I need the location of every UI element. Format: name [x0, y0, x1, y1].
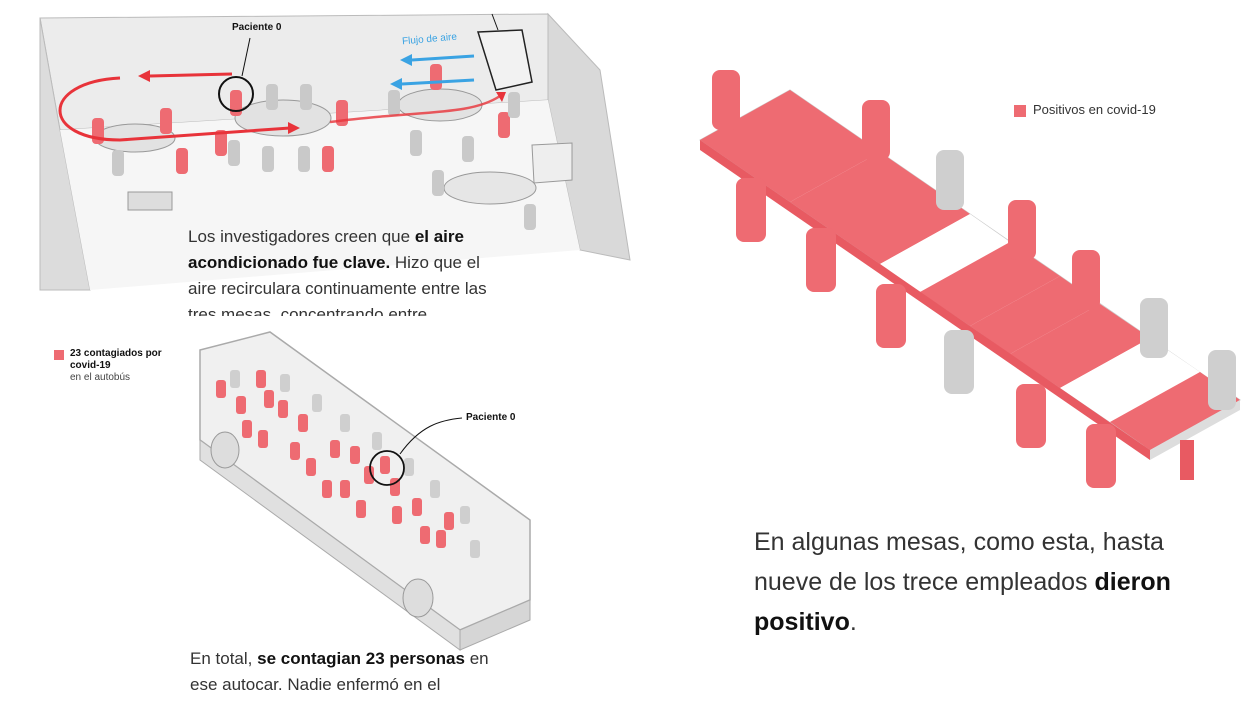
office-illustration: Positivos en covid-19: [640, 0, 1260, 705]
table-right: [397, 88, 483, 122]
airflow-arrows: [58, 54, 506, 142]
restaurant-diners: [92, 64, 536, 230]
air-conditioner: [476, 29, 533, 91]
table-front-right: [443, 171, 537, 205]
office-caption: En algunas mesas, como esta, hasta nueve…: [754, 528, 1171, 636]
bus-wheel-rear: [210, 431, 240, 469]
office-table: [699, 89, 1241, 480]
table-square: [127, 191, 173, 211]
bus-wheel-front: [402, 578, 434, 618]
bus-front: [459, 599, 531, 651]
bus-patient-zero-circle: [369, 450, 405, 486]
office-employees: [712, 70, 1236, 488]
patient-zero-pointer: [241, 37, 251, 77]
office-legend-swatch: [1014, 105, 1026, 117]
floor: [60, 100, 580, 290]
patient-zero-label: Paciente 0: [232, 22, 282, 33]
ac-pointer: [491, 13, 499, 31]
restaurant-drawing: [39, 12, 631, 291]
right-wall: [547, 12, 631, 261]
office-legend-label: Positivos en covid-19: [1033, 102, 1156, 117]
restaurant-illustration: Paciente 0 Flujo de aire Los investigado…: [0, 0, 640, 330]
bus-drawing: [199, 331, 531, 651]
bus-patient-zero-pointer: [399, 417, 463, 455]
side-cabinet: [531, 142, 573, 184]
bus-legend-swatch: [54, 350, 64, 360]
bus-patient-zero-label: Paciente 0: [466, 412, 516, 423]
patient-zero-circle: [218, 76, 254, 112]
restaurant-caption: Los investigadores creen que el aire aco…: [188, 227, 487, 316]
bus-caption: En total, se contagian 23 personas en es…: [190, 649, 489, 692]
bus-passengers: [216, 370, 480, 558]
office-drawing: [699, 70, 1241, 488]
